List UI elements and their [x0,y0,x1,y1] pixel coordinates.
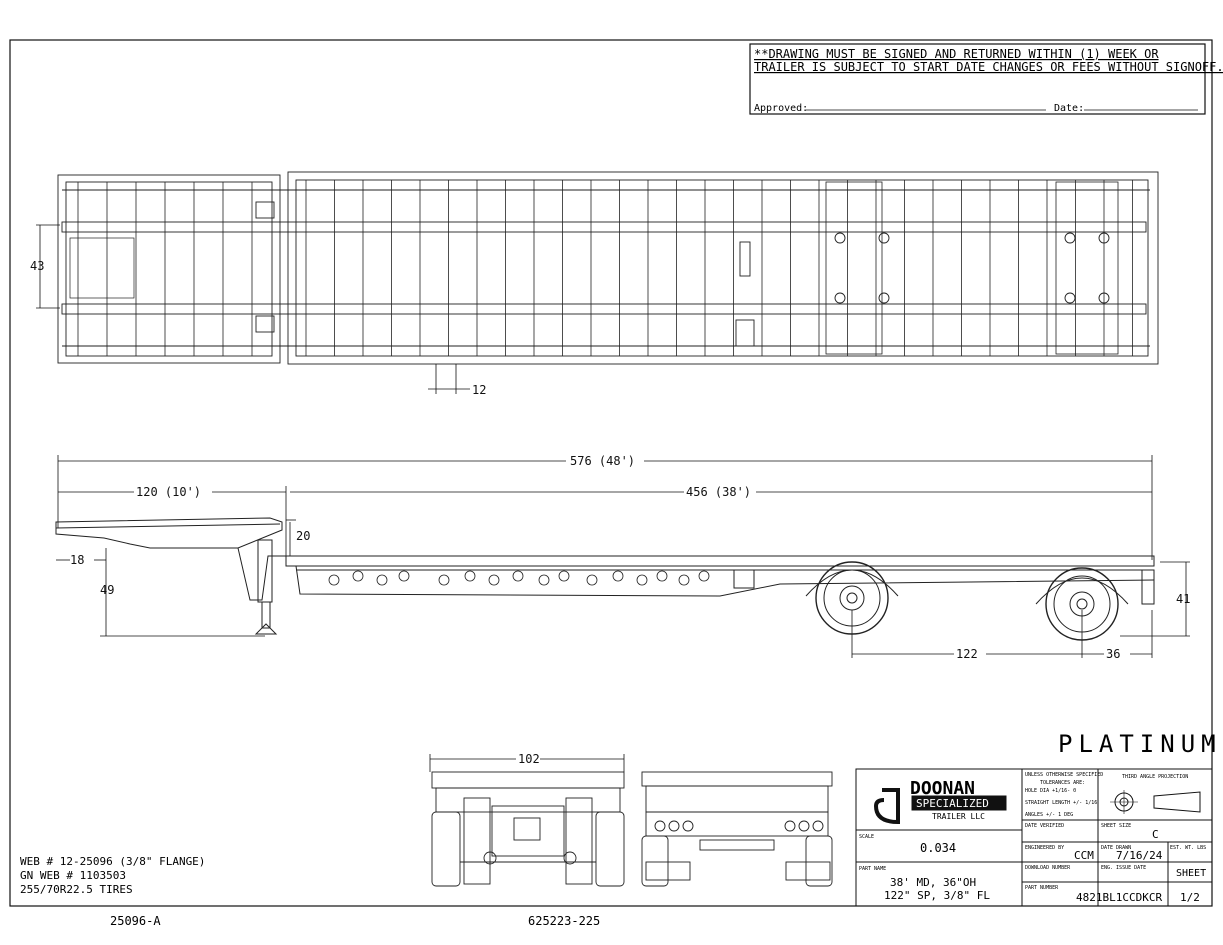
projection-label: THIRD ANGLE PROJECTION [1122,774,1188,780]
model-name: PLATINUM [1058,730,1222,758]
tolerance-line-2: TOLERANCES ARE: [1040,780,1085,786]
signoff-notice: **DRAWING MUST BE SIGNED AND RETURNED WI… [749,43,1223,115]
tolerance-line-4: STRAIGHT LENGTH +/- 1/16 [1025,800,1097,806]
download-label: DOWNLOAD NUMBER [1025,865,1071,871]
dim-lower-deck: 456 (38') [686,485,751,499]
note-gn-web: GN WEB # 1103503 [20,869,126,882]
dim-upper-deck-height: 49 [100,583,114,597]
sheet-label: SHEET [1176,868,1206,879]
footer-center-code: 625223-225 [528,914,600,928]
notice-line2: TRAILER IS SUBJECT TO START DATE CHANGES… [754,60,1223,74]
sheet-size-label: SHEET SIZE [1101,823,1131,829]
notice-line1: **DRAWING MUST BE SIGNED AND RETURNED WI… [754,47,1159,61]
dim-crossmember-spacing: 12 [472,383,486,397]
dim-upper-deck: 120 (10') [136,485,201,499]
dim-overall-length: 576 (48') [570,454,635,468]
plan-view [57,171,1159,365]
logo-company: TRAILER LLC [932,812,985,821]
part-number-value: 4821BL1CCDKCR [1076,891,1162,904]
date-verified-label: DATE VERIFIED [1025,823,1064,829]
rear-end-view [641,771,833,887]
dim-rear-overhang: 36 [1106,647,1120,661]
date-label: Date: [1054,103,1084,114]
dim-deck-height: 41 [1176,592,1190,606]
front-end-view [431,771,625,887]
sheet-value: 1/2 [1180,891,1200,904]
logo-name: DOONAN [910,778,975,799]
part-number-label: PART NUMBER [1025,885,1059,891]
engineered-label: ENGINEERED BY [1025,845,1064,851]
note-web: WEB # 12-25096 (3/8" FLANGE) [20,855,205,868]
dim-kingpin-setback: 18 [70,553,84,567]
tolerance-line-5: ANGLES +/- 1 DEG [1025,812,1073,818]
dim-overall-width: 102 [518,752,540,766]
date-drawn-label: DATE DRAWN [1101,845,1131,851]
sheet-border [9,39,1213,907]
part-name-label: PART NAME [859,866,886,872]
dim-axle-spread: 122 [956,647,978,661]
scale-label: SCALE [859,834,874,840]
tolerance-line-3: HOLE DIA +1/16- 0 [1025,788,1076,794]
note-tires: 255/70R22.5 TIRES [20,883,133,896]
side-view [55,517,1155,641]
eng-issue-label: ENG. ISSUE DATE [1101,865,1146,871]
sheet-size-value: C [1152,828,1159,841]
footer-left-code: 25096-A [110,914,161,928]
plan-dimensions [36,224,470,394]
part-name-line2: 122" SP, 3/8" FL [884,889,990,902]
title-block [855,768,1213,907]
end-view-dimensions [429,754,625,772]
dim-step-height: 20 [296,529,310,543]
est-wt-label: EST. WT. LBS [1170,845,1206,851]
logo-sub: SPECIALIZED [916,797,989,810]
approved-label: Approved: [754,103,808,114]
dim-plan-width: 43 [30,259,44,273]
tolerance-line-1: UNLESS OTHERWISE SPECIFIED [1025,772,1103,778]
side-view-dimensions [56,455,1190,658]
date-drawn-value: 7/16/24 [1116,849,1163,862]
engineer-value: CCM [1074,849,1094,862]
tolerances: UNLESS OTHERWISE SPECIFIED TOLERANCES AR… [1025,772,1103,818]
scale-value: 0.034 [920,841,956,855]
part-name-line1: 38' MD, 36"OH [890,876,976,889]
